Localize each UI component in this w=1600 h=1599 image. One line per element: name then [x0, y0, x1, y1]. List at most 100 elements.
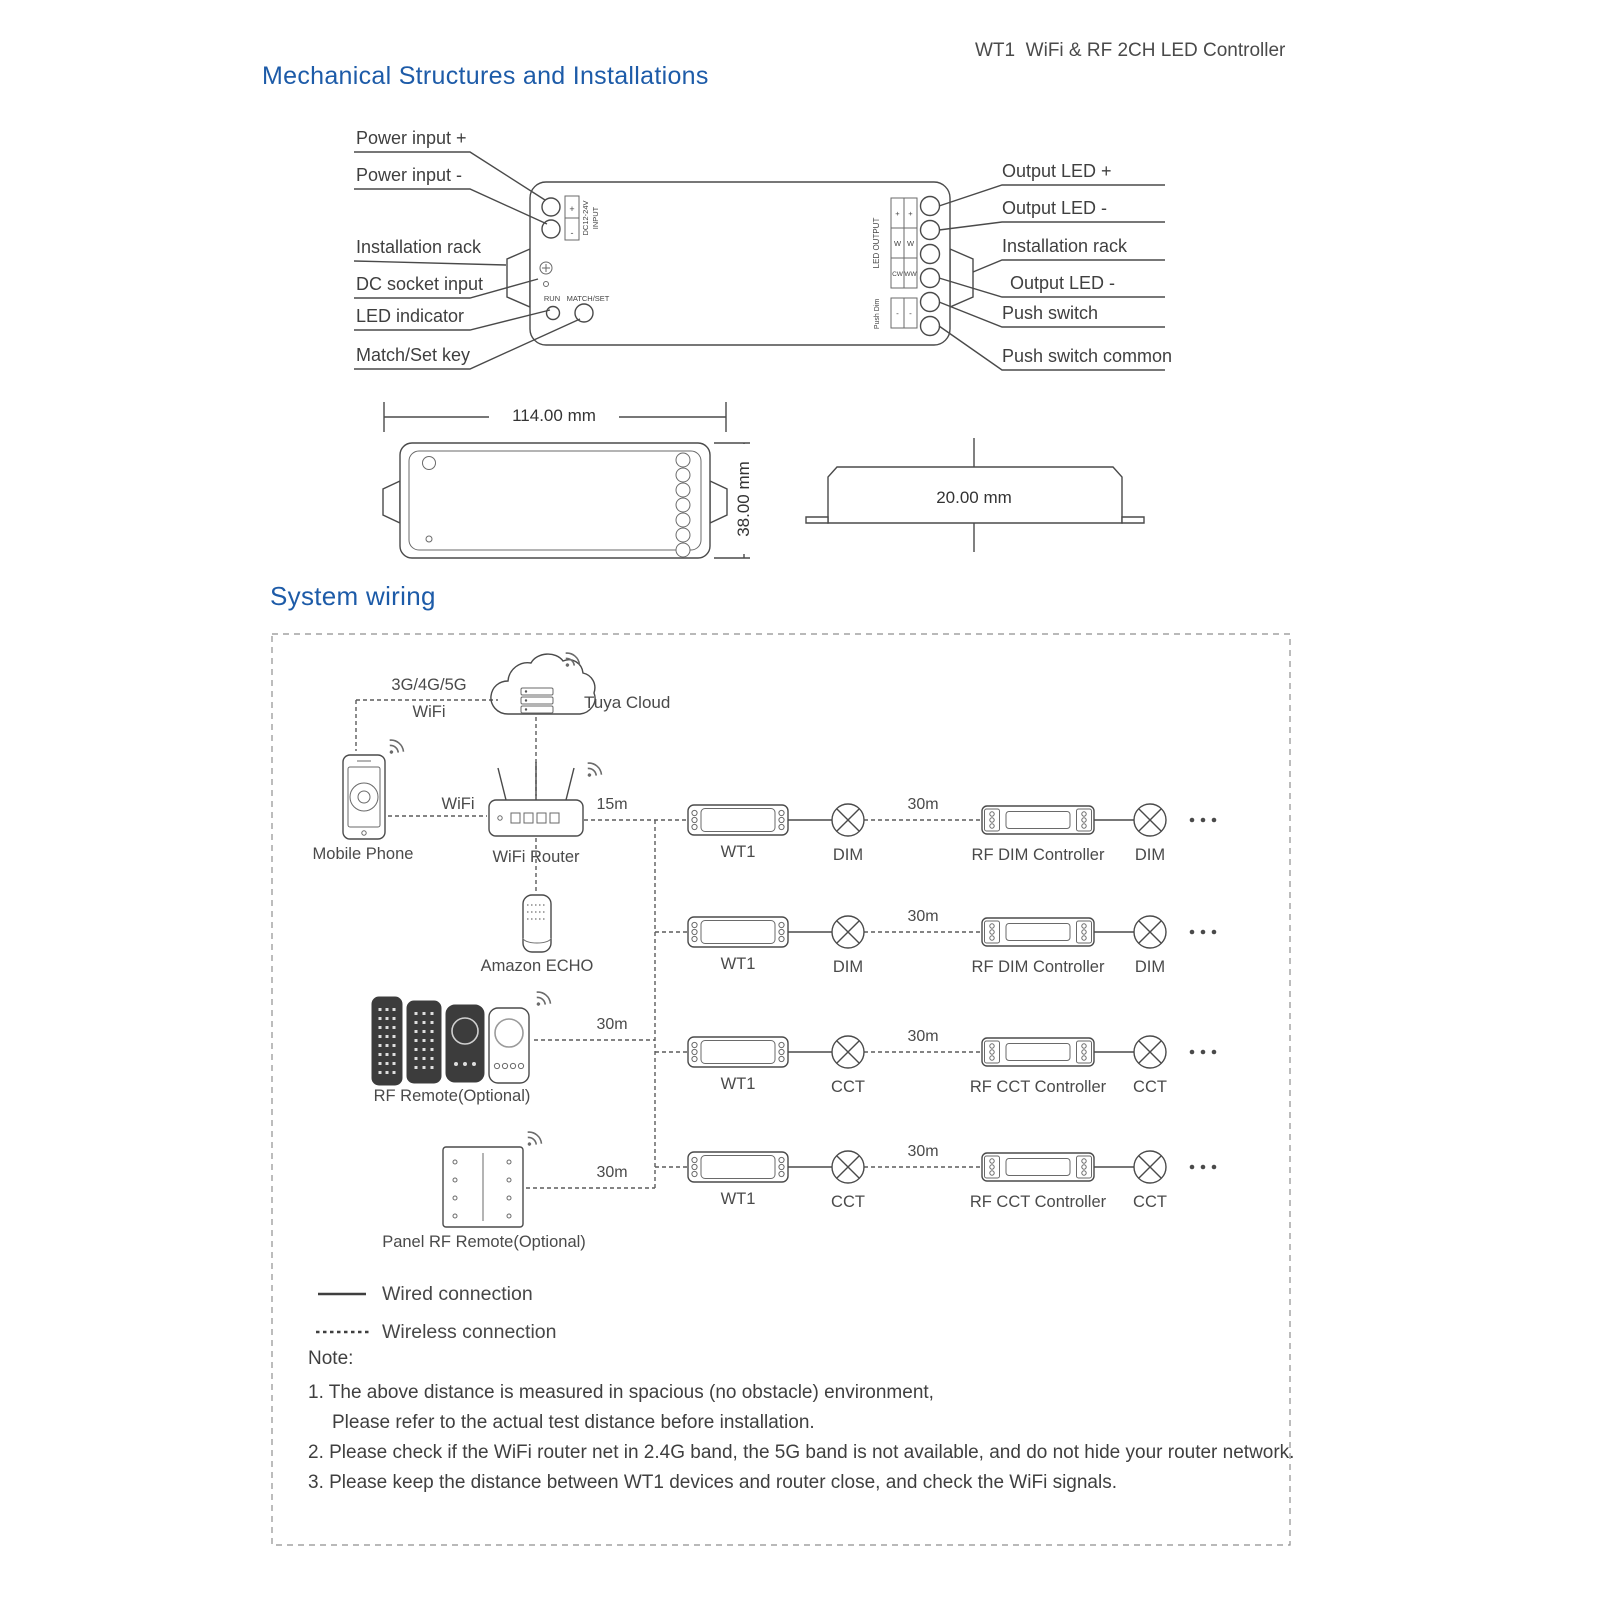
rf-remote-icons: [371, 996, 530, 1086]
lamp-icon: [1133, 915, 1167, 949]
note-line-3: 3. Please keep the distance between WT1 …: [308, 1472, 1117, 1493]
match-set-key-icon: [574, 303, 594, 323]
wifi-signal-icon: [529, 988, 554, 1012]
lamp-label: DIM: [1134, 846, 1166, 864]
wifi-router-icon: [488, 762, 584, 837]
led-indicator-icon: [545, 305, 561, 321]
label-push-switch-common: Push switch common: [1002, 346, 1173, 366]
rf-controller-label: RF DIM Controller: [971, 958, 1105, 976]
dimension-depth: 20.00 mm: [911, 488, 1037, 508]
terminal-cell: -: [909, 309, 912, 318]
terminal-grid: [890, 197, 918, 329]
wt1-label: WT1: [720, 955, 756, 973]
note-line-1: 1. The above distance is measured in spa…: [308, 1382, 934, 1403]
device-top-view: + - DC12-24V INPUT RUN MATCH/SET LED OUT…: [353, 151, 1165, 371]
lamp-label: CCT: [831, 1193, 865, 1211]
network-label-line1: 3G/4G/5G: [391, 676, 467, 694]
rf-controller-label: RF DIM Controller: [971, 846, 1105, 864]
terminal-cell: WW: [904, 271, 917, 278]
lamp-icon: [1133, 1150, 1167, 1184]
note-heading: Note:: [308, 1348, 354, 1369]
panel-rf-remote-label: Panel RF Remote(Optional): [382, 1233, 586, 1251]
legend-wireless-label: Wireless connection: [382, 1321, 557, 1343]
note-line-1b: Please refer to the actual test distance…: [332, 1412, 815, 1433]
label-push-switch: Push switch: [1002, 303, 1099, 323]
distance-30m-remote: 30m: [596, 1016, 628, 1033]
mobile-phone-label: Mobile Phone: [312, 845, 414, 863]
legend-wired-label: Wired connection: [382, 1283, 533, 1305]
run-text: RUN: [544, 294, 560, 303]
terminal-cell: CW: [892, 271, 904, 278]
wifi-signal-icon: [382, 736, 407, 760]
label-output-led-plus: Output LED +: [1002, 161, 1112, 181]
wifi-router-label: WiFi Router: [492, 848, 580, 866]
label-output-led-minus-2: Output LED -: [1010, 273, 1116, 293]
label-dc-socket-input: DC socket input: [356, 274, 484, 294]
input-minus-mark: -: [571, 228, 574, 238]
device-bottom-view: [382, 442, 728, 559]
wiring-section-title: System wiring: [270, 581, 436, 611]
wifi-signal-icon: [520, 1128, 545, 1152]
distance-30m: 30m: [907, 1143, 939, 1160]
wt1-label: WT1: [720, 843, 756, 861]
rf-controller-label: RF CCT Controller: [969, 1078, 1107, 1096]
rf-controller-icon: [981, 1037, 1095, 1067]
amazon-echo-icon: [522, 894, 552, 953]
lamp-label: CCT: [1133, 1193, 1167, 1211]
wt1-device-icon: [687, 804, 789, 836]
network-label-line2: WiFi: [412, 703, 446, 721]
rf-remote-label: RF Remote(Optional): [373, 1087, 531, 1105]
rf-controller-icon: [981, 805, 1095, 835]
label-power-input-minus: Power input -: [356, 165, 463, 185]
wt1-device-icon: [687, 1036, 789, 1068]
wiring-border: [271, 633, 1291, 1546]
wireless-connections: [355, 699, 982, 1189]
leader-lines-right: [938, 184, 1165, 371]
match-set-text: MATCH/SET: [567, 294, 610, 303]
label-installation-rack-left: Installation rack: [356, 237, 482, 257]
distance-30m: 30m: [907, 1028, 939, 1045]
wt1-device-icon: [687, 1151, 789, 1183]
lamp-icon: [831, 1150, 865, 1184]
label-match-set-key: Match/Set key: [356, 345, 471, 365]
label-installation-rack-right: Installation rack: [1002, 236, 1128, 256]
amazon-echo-label: Amazon ECHO: [480, 957, 594, 975]
distance-15m: 15m: [596, 796, 628, 813]
push-dim-text: Push Dim: [874, 299, 881, 330]
lamp-label: DIM: [832, 958, 864, 976]
terminal-cell: W: [894, 239, 902, 248]
wt1-label: WT1: [720, 1075, 756, 1093]
wt1-label: WT1: [720, 1190, 756, 1208]
dimension-width: 114.00 mm: [489, 406, 619, 426]
input-text: INPUT: [591, 206, 600, 229]
leader-lines-left: [353, 151, 581, 370]
input-plus-mark: +: [569, 204, 574, 214]
led-output-text: LED OUTPUT: [872, 218, 881, 269]
ellipsis-icon: [1189, 817, 1217, 823]
label-led-indicator: LED indicator: [356, 306, 465, 326]
dc-socket-icon: [539, 261, 553, 287]
rf-controller-icon: [981, 1152, 1095, 1182]
ellipsis-icon: [1189, 929, 1217, 935]
terminal-cell: -: [896, 309, 899, 318]
rf-controller-icon: [981, 917, 1095, 947]
rf-controller-label: RF CCT Controller: [969, 1193, 1107, 1211]
input-voltage-text: DC12-24V: [581, 200, 590, 235]
lamp-label: CCT: [1133, 1078, 1167, 1096]
terminal-cell: +: [895, 209, 900, 218]
distance-30m: 30m: [907, 796, 939, 813]
mobile-phone-icon: [342, 754, 386, 840]
wt1-device-icon: [687, 916, 789, 948]
distance-30m: 30m: [907, 908, 939, 925]
note-line-2: 2. Please check if the WiFi router net i…: [308, 1442, 1295, 1463]
lamp-label: CCT: [831, 1078, 865, 1096]
terminal-cell: W: [907, 239, 915, 248]
ellipsis-icon: [1189, 1049, 1217, 1055]
lamp-icon: [1133, 803, 1167, 837]
wifi-signal-icon: [580, 759, 605, 783]
wifi-link-label: WiFi: [441, 795, 475, 813]
page-header-title: WT1 WiFi & RF 2CH LED Controller: [975, 40, 1286, 61]
label-power-input-plus: Power input +: [356, 128, 467, 148]
ellipsis-icon: [1189, 1164, 1217, 1170]
